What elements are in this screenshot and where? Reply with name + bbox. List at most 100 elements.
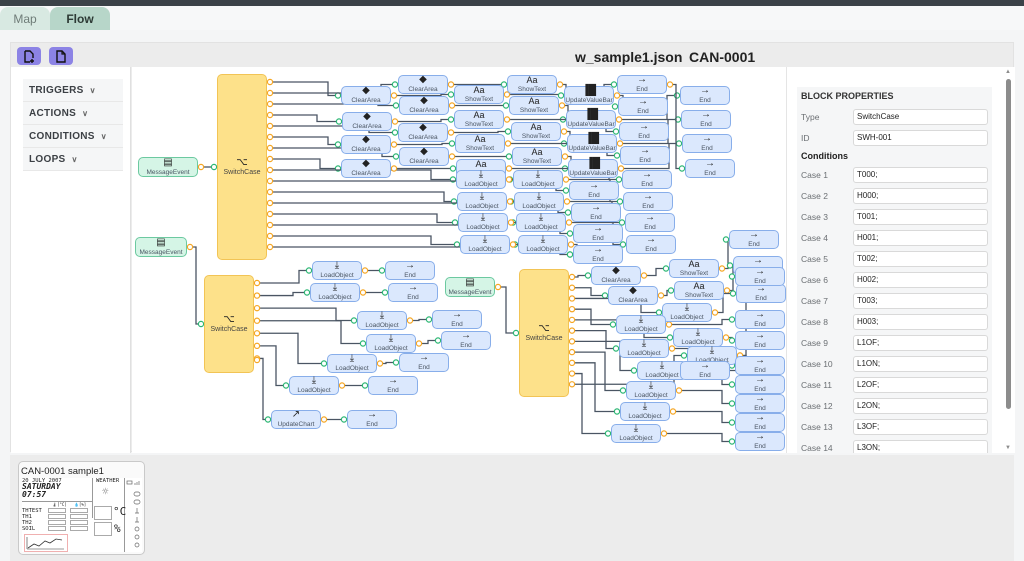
- load-object-block[interactable]: ⤓LoadObject: [457, 192, 507, 211]
- end-block[interactable]: →End: [623, 192, 673, 211]
- output-port[interactable]: [568, 381, 576, 388]
- input-port[interactable]: [611, 103, 619, 110]
- output-port[interactable]: [665, 321, 673, 328]
- load-object-block[interactable]: ⤓LoadObject: [518, 235, 568, 254]
- input-port[interactable]: [615, 176, 623, 183]
- output-port[interactable]: [253, 304, 261, 312]
- input-port[interactable]: [722, 236, 730, 243]
- input-port[interactable]: [447, 91, 455, 98]
- end-block[interactable]: →End: [685, 159, 735, 178]
- connection-line[interactable]: [270, 235, 457, 246]
- output-port[interactable]: [253, 330, 261, 337]
- input-port[interactable]: [680, 352, 688, 359]
- output-port[interactable]: [509, 241, 517, 248]
- output-port[interactable]: [361, 267, 369, 274]
- connection-line[interactable]: [572, 308, 613, 326]
- input-port[interactable]: [678, 165, 686, 172]
- end-block[interactable]: →End: [735, 356, 785, 375]
- load-object-block[interactable]: ⤓LoadObject: [611, 424, 661, 443]
- output-port[interactable]: [568, 305, 576, 313]
- input-port[interactable]: [728, 381, 736, 388]
- output-port[interactable]: [253, 279, 261, 287]
- end-block[interactable]: →End: [569, 181, 619, 200]
- input-port[interactable]: [675, 140, 683, 147]
- message-event-block[interactable]: ▤MessageEvent: [138, 157, 198, 177]
- clear-area-block[interactable]: ◆ClearArea: [608, 286, 658, 305]
- output-port[interactable]: [266, 100, 274, 108]
- output-port[interactable]: [505, 176, 513, 183]
- clear-area-block[interactable]: ◆ClearArea: [591, 266, 641, 285]
- input-port[interactable]: [425, 316, 433, 323]
- connection-line[interactable]: [572, 372, 608, 435]
- connection-line[interactable]: [669, 318, 732, 326]
- output-port[interactable]: [376, 360, 384, 367]
- case-value-field[interactable]: T001;: [853, 208, 988, 225]
- input-port[interactable]: [264, 416, 272, 423]
- input-port[interactable]: [729, 290, 737, 297]
- output-port[interactable]: [197, 163, 205, 171]
- output-port[interactable]: [390, 141, 398, 148]
- tab-map[interactable]: Map: [0, 7, 50, 30]
- end-block[interactable]: →End: [573, 224, 623, 243]
- case-value-field[interactable]: L3OF;: [853, 418, 988, 435]
- flow-canvas[interactable]: ▤MessageEvent⌥SwitchCase◆ClearArea◆Clear…: [132, 67, 786, 453]
- connection-line[interactable]: [664, 432, 732, 443]
- input-port[interactable]: [391, 129, 399, 136]
- case-value-field[interactable]: T002;: [853, 250, 988, 267]
- output-port[interactable]: [568, 284, 576, 291]
- input-port[interactable]: [728, 316, 736, 323]
- connection-line[interactable]: [270, 213, 455, 224]
- output-port[interactable]: [616, 140, 624, 147]
- end-block[interactable]: →End: [622, 170, 672, 189]
- update-value-bar-block[interactable]: ▐█UpdateValueBar: [568, 159, 618, 178]
- output-port[interactable]: [266, 177, 274, 185]
- output-port[interactable]: [390, 92, 398, 99]
- end-block[interactable]: →End: [626, 235, 676, 254]
- output-port[interactable]: [568, 338, 576, 345]
- input-port[interactable]: [320, 360, 328, 367]
- input-port[interactable]: [392, 359, 400, 366]
- input-port[interactable]: [449, 165, 457, 172]
- input-port[interactable]: [612, 128, 620, 135]
- output-port[interactable]: [568, 273, 576, 281]
- connection-line[interactable]: [572, 329, 616, 350]
- end-block[interactable]: →End: [399, 353, 449, 372]
- output-port[interactable]: [504, 140, 512, 147]
- end-block[interactable]: →End: [573, 245, 623, 264]
- end-block[interactable]: →End: [625, 213, 675, 232]
- end-block[interactable]: →End: [432, 310, 482, 329]
- output-port[interactable]: [503, 116, 511, 123]
- input-port[interactable]: [381, 289, 389, 296]
- output-port[interactable]: [565, 219, 573, 226]
- output-port[interactable]: [660, 430, 668, 437]
- end-block[interactable]: →End: [620, 146, 670, 165]
- output-port[interactable]: [253, 317, 261, 324]
- input-port[interactable]: [359, 340, 367, 347]
- input-port[interactable]: [504, 128, 512, 135]
- input-port[interactable]: [378, 267, 386, 274]
- palette-loops[interactable]: LOOPS∨: [23, 148, 123, 171]
- load-object-block[interactable]: ⤓LoadObject: [366, 334, 416, 353]
- clear-area-block[interactable]: ◆ClearArea: [341, 86, 391, 105]
- connection-line[interactable]: [572, 287, 605, 297]
- input-port[interactable]: [392, 102, 400, 109]
- input-port[interactable]: [566, 251, 574, 258]
- clear-area-block[interactable]: ◆ClearArea: [398, 75, 448, 94]
- output-port[interactable]: [448, 153, 456, 160]
- load-object-block[interactable]: ⤓LoadObject: [310, 283, 360, 302]
- connection-line[interactable]: [270, 158, 338, 170]
- load-object-block[interactable]: ⤓LoadObject: [516, 213, 566, 232]
- end-block[interactable]: →End: [735, 394, 785, 413]
- scroll-down-icon[interactable]: ▼: [1005, 445, 1011, 451]
- input-port[interactable]: [728, 400, 736, 407]
- input-port[interactable]: [434, 337, 442, 344]
- end-block[interactable]: →End: [735, 310, 785, 329]
- output-port[interactable]: [406, 317, 414, 324]
- output-port[interactable]: [320, 416, 328, 423]
- end-block[interactable]: →End: [681, 110, 731, 129]
- case-value-field[interactable]: L2OF;: [853, 376, 988, 393]
- output-port[interactable]: [253, 356, 261, 364]
